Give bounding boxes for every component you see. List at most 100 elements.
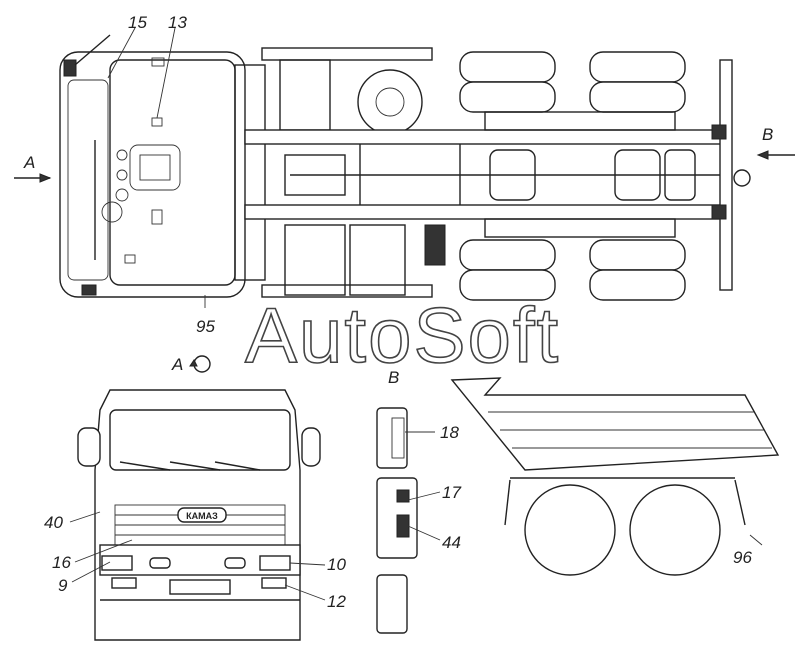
dump-body xyxy=(450,377,780,471)
wheel-rr1-inner xyxy=(459,239,556,271)
wheel-rl1-outer xyxy=(459,51,556,83)
battery-box xyxy=(284,224,346,296)
spring-right xyxy=(484,218,676,238)
rotation-label: A xyxy=(171,355,183,374)
license-plate xyxy=(169,579,231,595)
watermark: AutoSoft xyxy=(245,291,560,379)
leader-17 xyxy=(407,491,441,501)
lower-lamp-left xyxy=(111,577,137,589)
leader-13 xyxy=(156,27,176,119)
front-mirror-left xyxy=(77,427,101,467)
leader-10 xyxy=(289,562,326,566)
callout-15: 15 xyxy=(128,13,147,32)
steering-wheel xyxy=(101,201,123,223)
front-wiper xyxy=(119,461,171,471)
leader-16 xyxy=(74,539,133,563)
front-windshield xyxy=(109,409,291,471)
callout-17: 17 xyxy=(442,483,461,502)
roof-lamp xyxy=(116,149,128,161)
fog-lamp-left xyxy=(149,557,171,569)
spare-wheel xyxy=(357,69,423,135)
rear-bracket xyxy=(664,149,696,201)
fuel-tank xyxy=(349,224,406,296)
wheel-rl2-inner xyxy=(589,81,686,113)
leader-96 xyxy=(749,534,763,546)
roof-lamp xyxy=(116,169,128,181)
rear-lamp-left xyxy=(711,124,727,140)
windshield xyxy=(67,79,109,281)
callout-10: 10 xyxy=(327,555,346,574)
roof-marker xyxy=(151,57,165,67)
view-b-label: B xyxy=(762,125,773,144)
engine-bay xyxy=(234,64,266,281)
tow-hitch xyxy=(733,169,751,187)
dump-body-view: 96 xyxy=(450,377,780,576)
brand-plate-text: КАМАЗ xyxy=(186,511,218,521)
view-b-arrowhead xyxy=(756,150,769,160)
spare-wheel-hub xyxy=(375,87,405,117)
rear-lamp-18 xyxy=(391,417,405,459)
rear-frame-beam xyxy=(261,284,433,298)
rear-view: B 18 17 44 xyxy=(376,368,461,634)
wheel-rl1-inner xyxy=(459,81,556,113)
gearbox xyxy=(284,154,346,196)
spring-left xyxy=(484,111,676,131)
rear-axle-1-diff xyxy=(489,149,536,201)
roof-hatch xyxy=(129,144,181,191)
rear-bumper xyxy=(719,59,733,291)
rear-wheel-2 xyxy=(629,484,721,576)
rear-lamp-44 xyxy=(396,514,410,538)
left-mirror xyxy=(63,59,77,77)
headlamp-left xyxy=(101,555,133,571)
view-a-label: A xyxy=(23,153,35,172)
frame-rail-left xyxy=(244,129,731,145)
air-filter xyxy=(279,59,331,131)
front-mirror-right xyxy=(301,427,321,467)
leader-40 xyxy=(69,511,101,523)
wheel-rr1-outer xyxy=(459,269,556,301)
leader-44 xyxy=(407,525,441,541)
front-wiper xyxy=(214,461,261,471)
callout-16: 16 xyxy=(52,553,71,572)
callout-13: 13 xyxy=(168,13,187,32)
right-mirror xyxy=(81,284,97,296)
cab-outline xyxy=(59,51,246,298)
callout-40: 40 xyxy=(44,513,63,532)
rear-cab-beam xyxy=(261,47,433,61)
fog-lamp-right xyxy=(224,557,246,569)
wheel-rl2-outer xyxy=(589,51,686,83)
roof-lamp xyxy=(115,188,129,202)
mudguard-strut xyxy=(734,479,746,526)
top-view: A B A 15 13 95 xyxy=(14,13,795,374)
brand-plate xyxy=(177,507,227,523)
rotation-arrowhead xyxy=(189,359,198,367)
roof-marker xyxy=(151,209,163,225)
callout-12: 12 xyxy=(327,592,346,611)
mirror-arm xyxy=(74,34,111,66)
leader-12 xyxy=(284,584,326,601)
rear-lamp-right xyxy=(711,204,727,220)
rear-view-label: B xyxy=(388,368,399,387)
rear-wheel-1 xyxy=(524,484,616,576)
front-wiper xyxy=(169,461,221,471)
rear-fender-bottom xyxy=(376,574,408,634)
view-a-arrowhead xyxy=(39,173,52,183)
callout-44: 44 xyxy=(442,533,461,552)
callout-9: 9 xyxy=(58,576,68,595)
callout-95: 95 xyxy=(196,317,215,336)
callout-96: 96 xyxy=(733,548,752,567)
roof-hatch-inner xyxy=(139,154,171,181)
roof-marker xyxy=(124,254,136,264)
front-view: КАМАЗ 40 16 9 10 12 xyxy=(44,389,346,641)
rear-axle-2-diff xyxy=(614,149,661,201)
lower-lamp-right xyxy=(261,577,287,589)
callout-18: 18 xyxy=(440,423,459,442)
tool-box xyxy=(424,224,446,266)
leader-15 xyxy=(107,27,136,79)
mudguard-strut xyxy=(504,479,511,526)
leader-9 xyxy=(71,561,111,583)
frame-rail-right xyxy=(244,204,731,220)
wheel-rr2-outer xyxy=(589,269,686,301)
wheel-rr2-inner xyxy=(589,239,686,271)
